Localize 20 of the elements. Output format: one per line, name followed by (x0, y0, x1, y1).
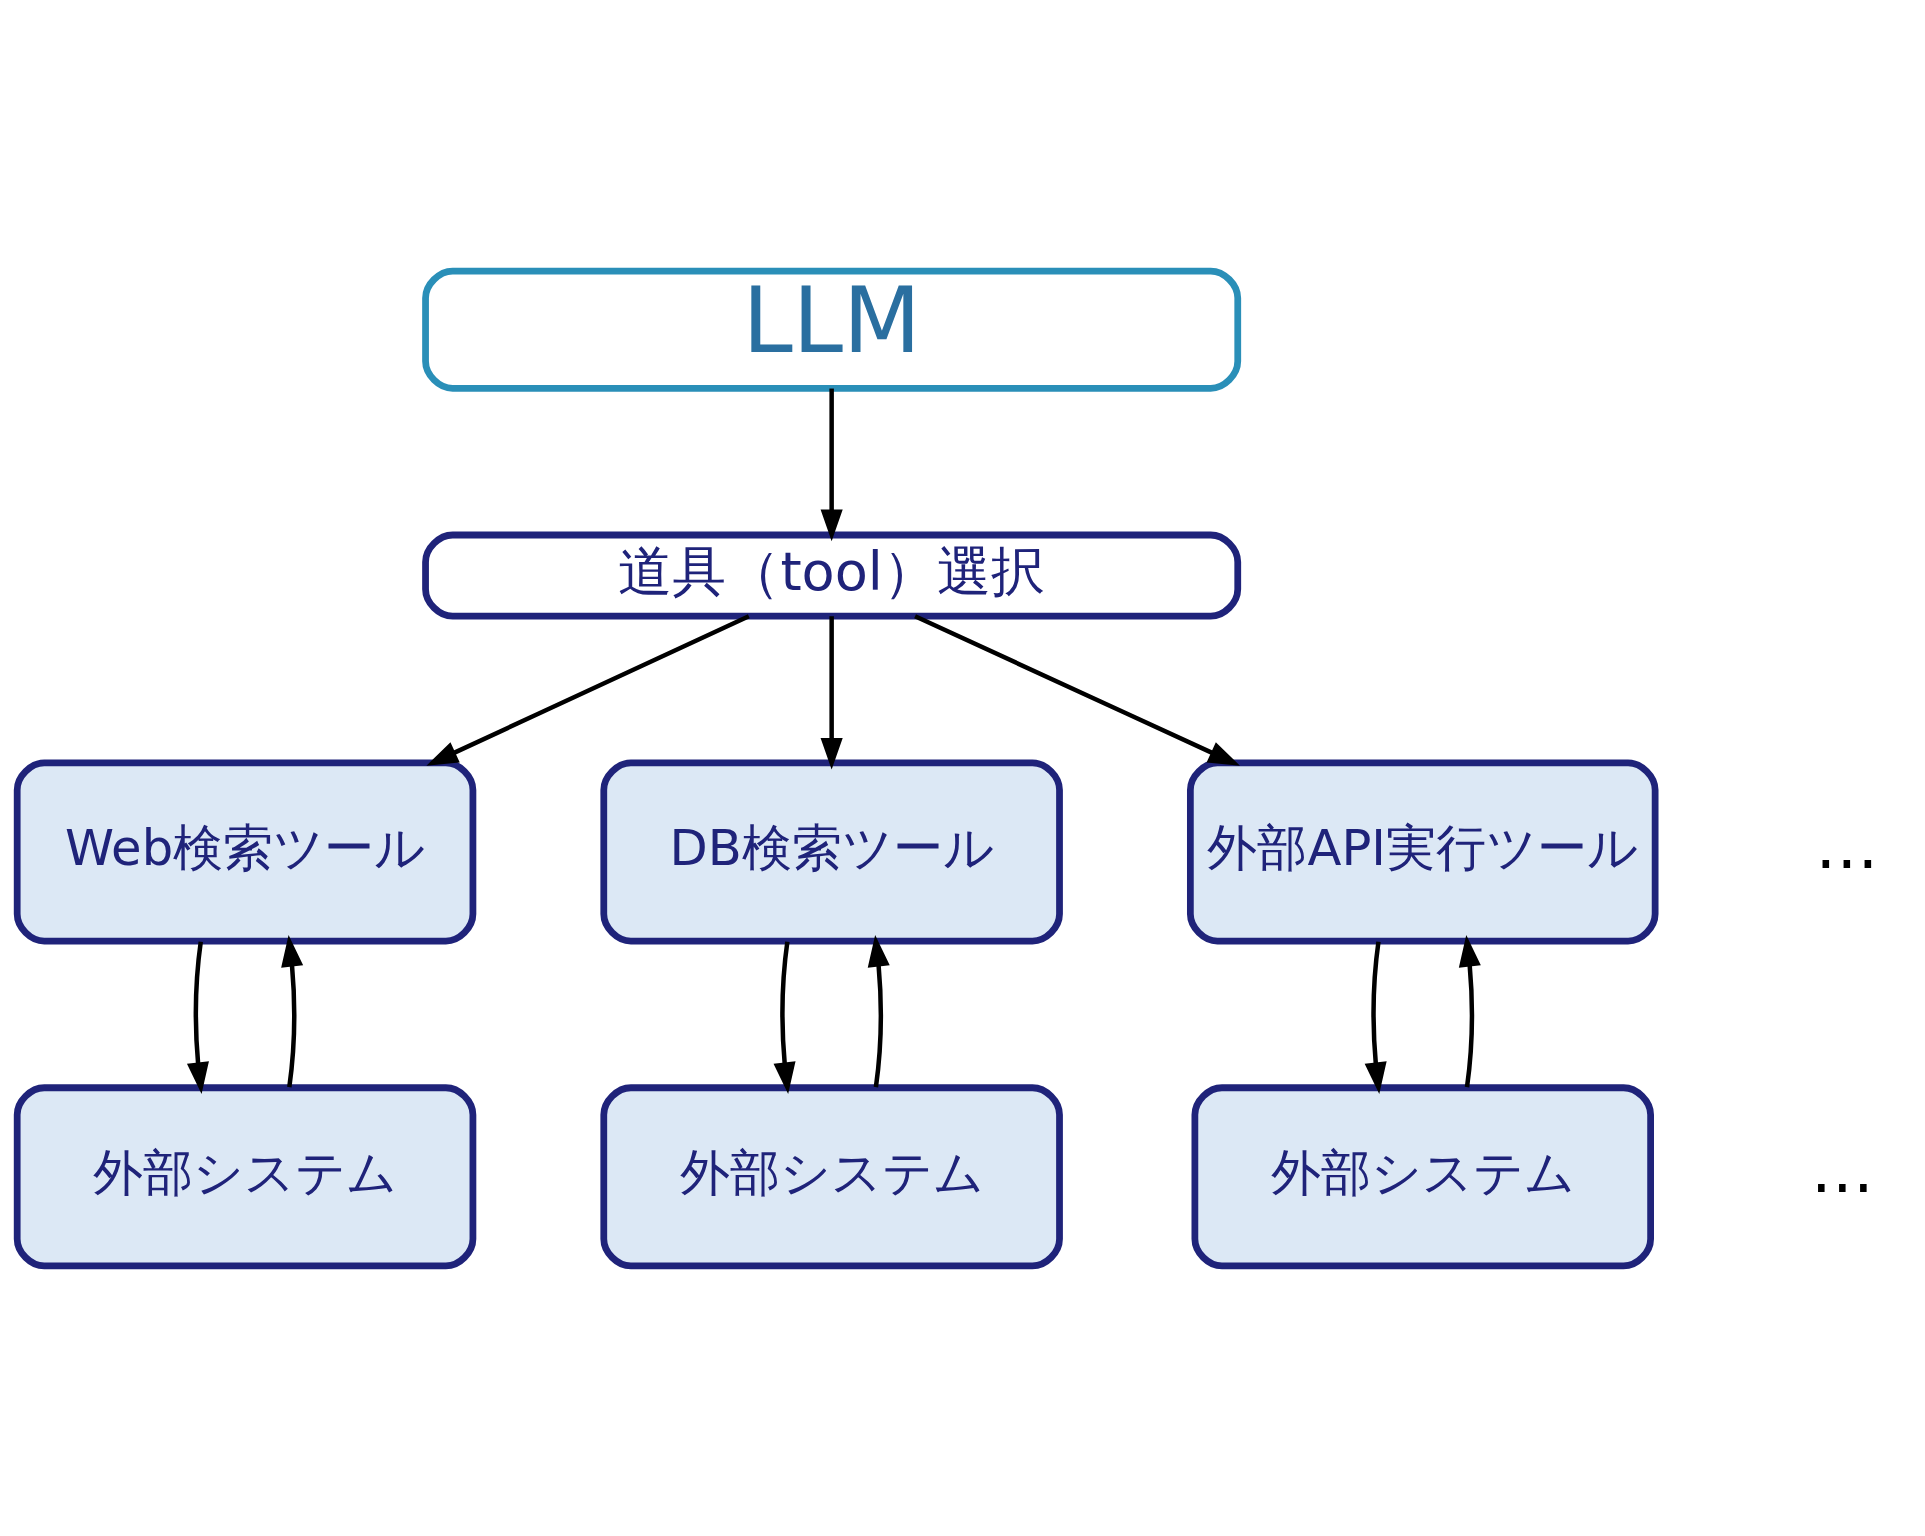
arrow (1458, 934, 1481, 1087)
node-box: 外部システム (600, 1083, 1063, 1269)
arrow (773, 940, 796, 1094)
arrow (820, 388, 843, 541)
arrow (426, 613, 750, 766)
arrow (186, 941, 209, 1094)
node-box: DB検索ツール (600, 758, 1063, 944)
label: … (1815, 808, 1879, 883)
node-box: Web検索ツール (13, 758, 477, 944)
node-box: 外部API実行ツール (1187, 758, 1659, 944)
node-box: LLM (422, 267, 1242, 392)
arrow (914, 613, 1240, 766)
arrow (820, 615, 843, 770)
arrow (867, 934, 890, 1087)
label: … (1810, 1132, 1874, 1207)
node-box: 外部システム (13, 1083, 477, 1269)
node-box: 道具（tool）選択 (422, 531, 1242, 620)
arrow (1364, 941, 1387, 1094)
node-box: 外部システム (1191, 1083, 1654, 1269)
arrow (281, 934, 304, 1087)
